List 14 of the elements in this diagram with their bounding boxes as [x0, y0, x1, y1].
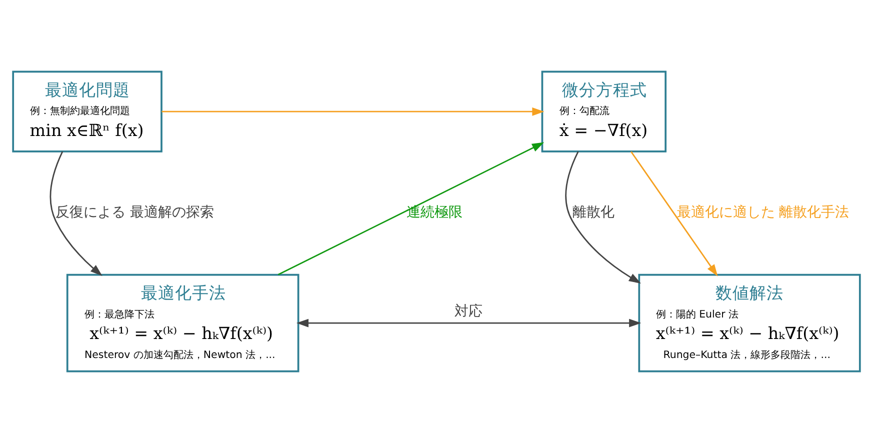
node-box: 数値解法 例：陽的 Euler 法 x⁽ᵏ⁺¹⁾ = x⁽ᵏ⁾ − hₖ∇f(x⁽ᵏ⁾) Runge–Kutta 法，線形多段階法，...: [638, 274, 861, 372]
edge-label: 離散化: [572, 204, 615, 220]
arrow: [50, 151, 102, 276]
edge-label: 反復による 最適解の探索: [55, 204, 214, 220]
arrow: [162, 107, 544, 116]
node-box: 最適化問題 例：無制約最適化問題 min x∈ℝⁿ f(x): [12, 70, 162, 152]
arrow: [296, 318, 642, 328]
edge-label: 最適化に適した 離散化手法: [676, 204, 850, 220]
arrow: [278, 142, 544, 276]
arrow: [565, 151, 641, 284]
arrow: [630, 151, 718, 276]
node-box: 微分方程式 例：勾配流 ẋ = −∇f(x): [541, 70, 667, 152]
edge-label: 対応: [454, 304, 483, 320]
node-box: 最適化手法 例：最急降下法 x⁽ᵏ⁺¹⁾ = x⁽ᵏ⁾ − hₖ∇f(x⁽ᵏ⁾) Nesterov の加速勾配法，Newton 法，...: [66, 274, 300, 372]
